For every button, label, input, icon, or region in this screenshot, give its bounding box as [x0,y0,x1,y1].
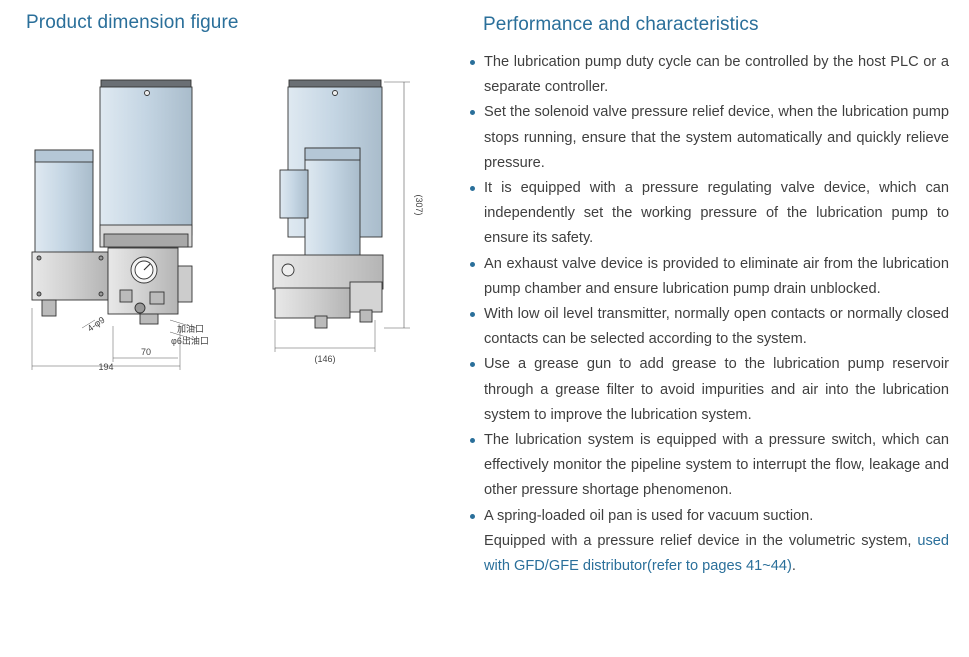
pump-drawing-svg: 194 70 加油口 φ6出油口 4-φ9 [31,79,424,372]
feature-text: Set the solenoid valve pressure relief d… [484,104,949,171]
feature-text: With low oil level transmitter, normally… [484,306,949,348]
feature-text: The lubrication system is equipped with … [484,432,949,499]
feature-item: Set the solenoid valve pressure relief d… [466,100,949,176]
product-dimension-heading: Product dimension figure [26,12,239,33]
feature-item: It is equipped with a pressure regulatin… [466,176,949,252]
dim-side-width: (146) [314,354,335,364]
label-inlet: 加油口 [177,323,204,334]
feature-item: With low oil level transmitter, normally… [466,302,949,352]
bullet-dot-icon [470,186,475,192]
bullet-dot-icon [470,438,475,444]
feature-item: A spring-loaded oil pan is used for vacu… [466,504,949,529]
feature-text: The lubrication pump duty cycle can be c… [484,54,949,96]
bullet-dot-icon [470,60,475,65]
front-view [31,79,197,370]
note-text: Equipped with a pressure relief device i… [484,532,912,549]
note-end: . [791,558,796,575]
feature-item: Use a grease gun to add grease to the lu… [466,352,949,428]
dimension-drawing: 194 70 加油口 φ6出油口 4-φ9 [20,70,450,380]
feature-note: Equipped with a pressure relief device i… [466,529,949,579]
bullet-dot-icon [470,362,475,368]
feature-text: Use a grease gun to add grease to the lu… [484,356,949,423]
feature-text: It is equipped with a pressure regulatin… [484,180,949,247]
note-highlight: used with GFD/GFE distributor(refer to p… [484,532,949,575]
dim-mid-width: 70 [141,347,151,357]
dim-height: (307) [414,194,424,215]
feature-item: The lubrication system is equipped with … [466,428,949,504]
bullet-dot-icon [470,261,475,267]
performance-heading: Performance and characteristics [483,14,759,35]
feature-item: The lubrication pump duty cycle can be c… [466,50,949,100]
feature-text: An exhaust valve device is provided to e… [484,255,949,297]
dim-total-width: 194 [98,362,113,372]
feature-text: A spring-loaded oil pan is used for vacu… [484,507,814,524]
label-outlet: φ6出油口 [171,335,209,346]
label-hole: 4-φ9 [85,315,106,334]
bullet-dot-icon [470,513,475,519]
feature-list: The lubrication pump duty cycle can be c… [466,50,949,579]
feature-item: An exhaust valve device is provided to e… [466,252,949,302]
side-view [272,79,410,352]
bullet-dot-icon [470,312,475,318]
bullet-dot-icon [470,110,475,116]
